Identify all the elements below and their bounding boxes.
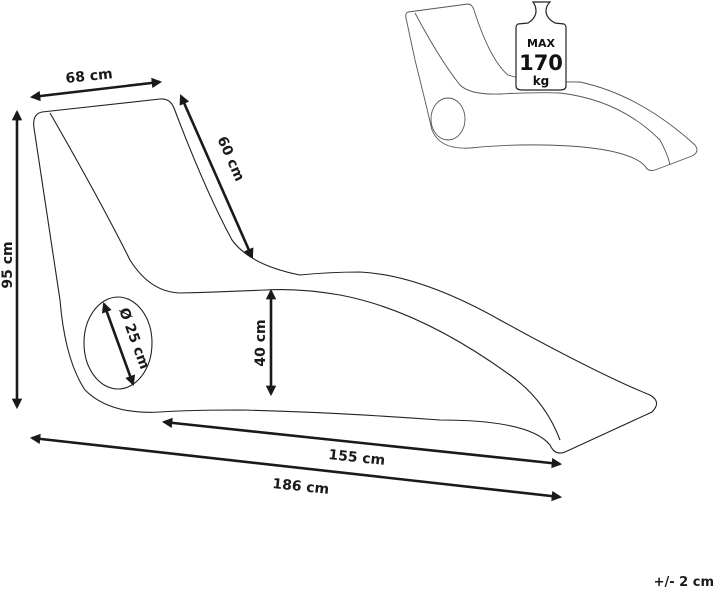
hole-outline [83,296,153,390]
weight-unit: kg [533,74,550,88]
weight-icon: MAX 170 kg [515,1,567,91]
lounger-thumbnail [405,3,698,171]
label-hole-diameter: Ø 25 cm [115,306,152,372]
arrow-hole-diameter [101,302,136,386]
label-seat-length: 155 cm [328,447,386,469]
label-total-length: 186 cm [272,476,330,498]
label-height: 95 cm [0,241,16,288]
arrow-total-length [29,433,563,502]
label-backrest-length: 60 cm [213,134,247,184]
label-seat-height: 40 cm [253,319,269,366]
weight-value: 170 [519,51,563,75]
weight-max-label: MAX [527,37,555,50]
label-width-back: 68 cm [65,66,114,87]
tolerance-note: +/- 2 cm [653,575,714,590]
arrow-backrest-length [179,94,254,259]
lounger-main-outline [33,98,658,454]
arrow-width-back [29,77,163,102]
